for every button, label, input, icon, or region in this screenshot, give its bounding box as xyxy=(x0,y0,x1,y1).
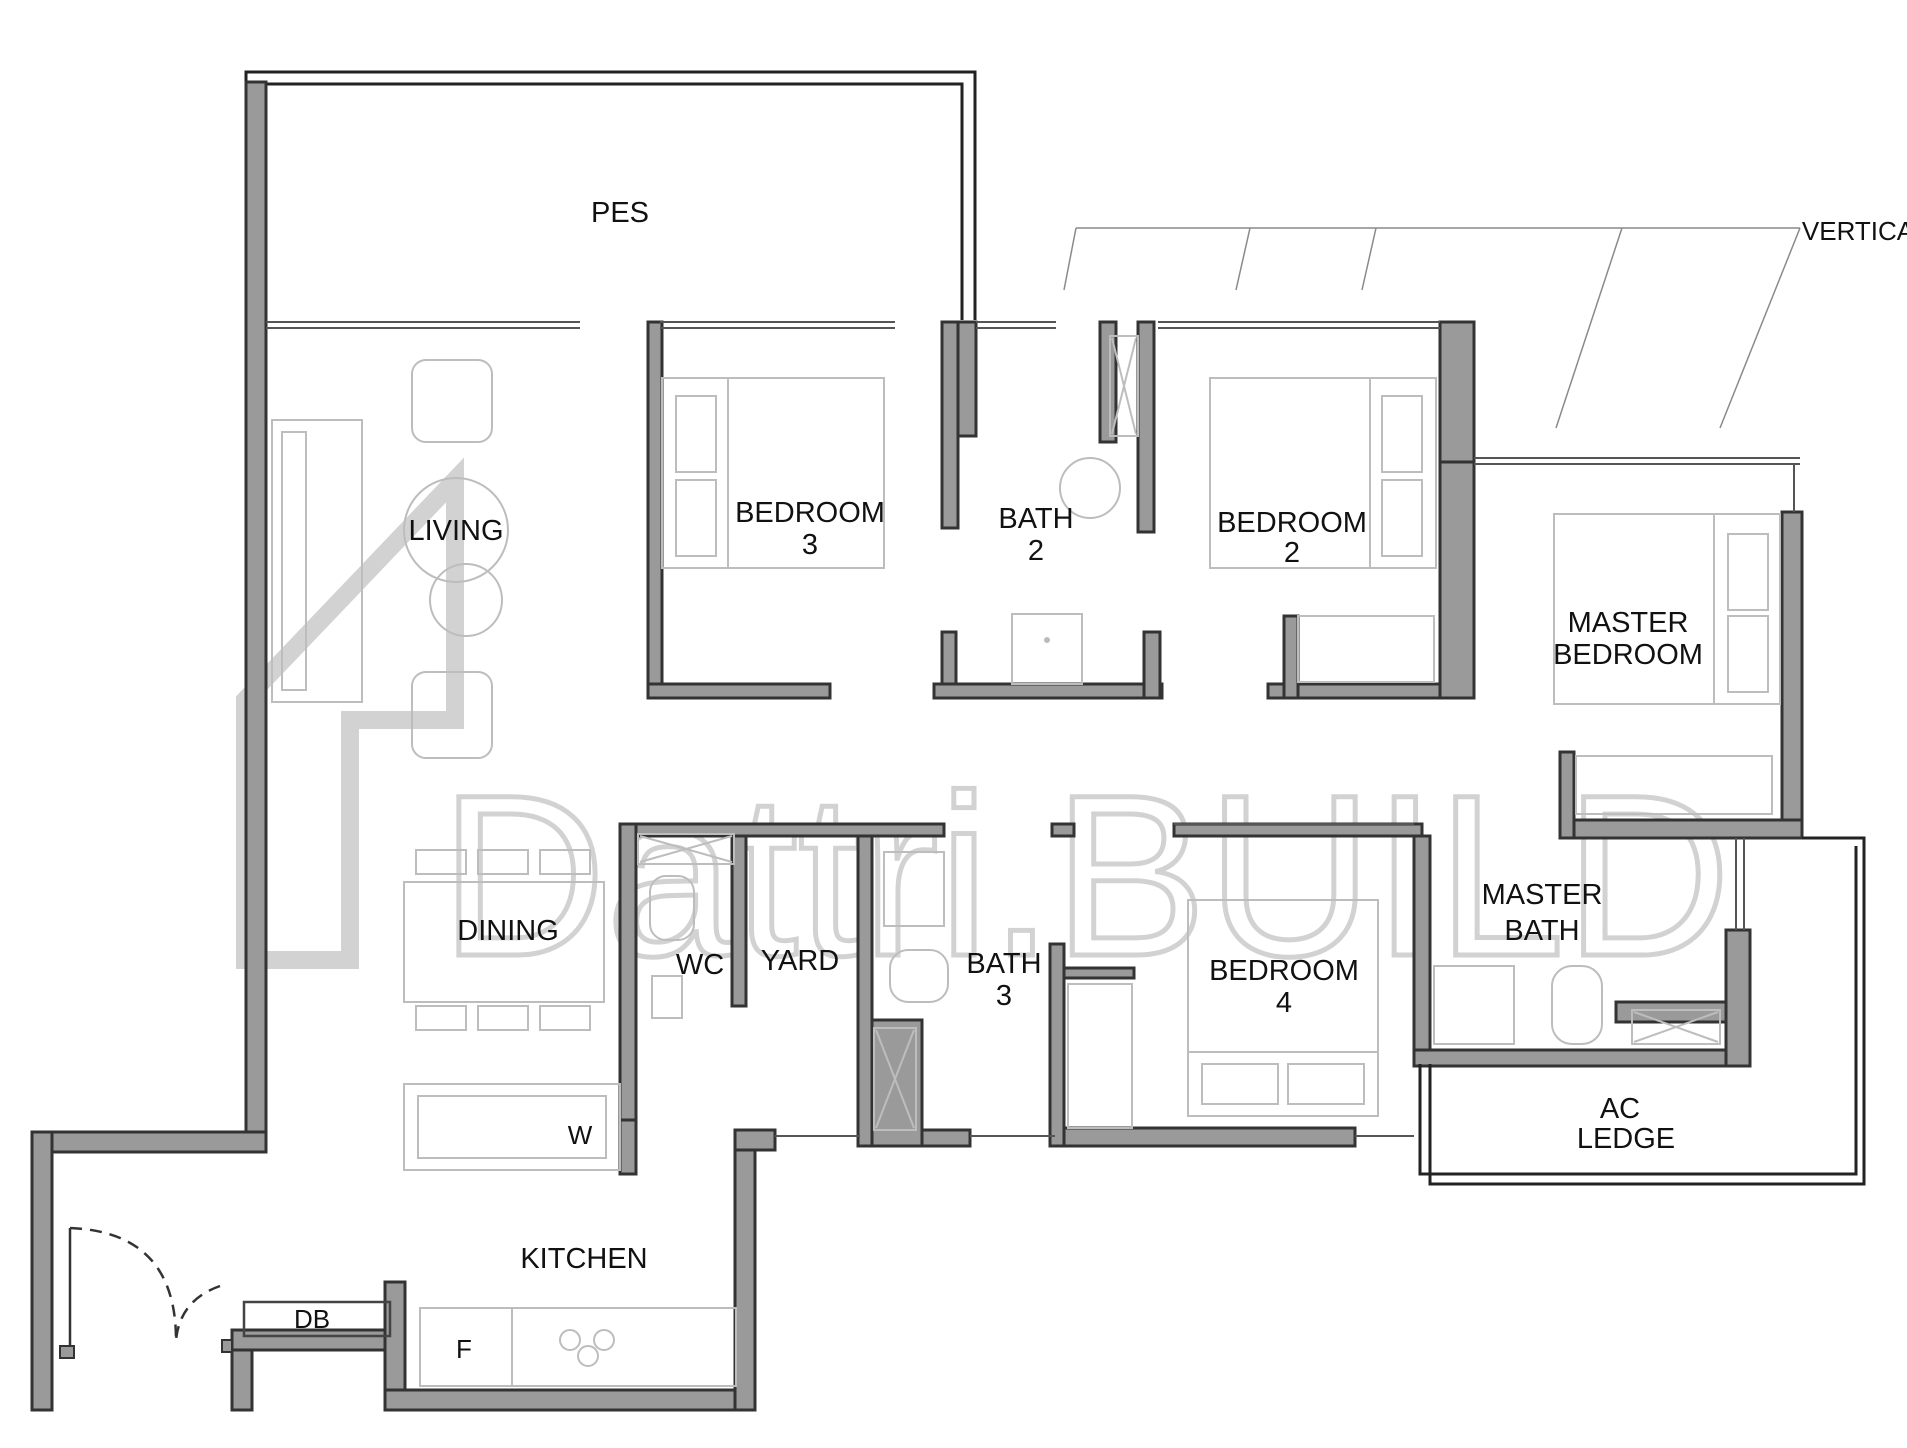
room-label-ac-ledge-line1: AC xyxy=(1600,1093,1640,1125)
room-label-bath3-line1: BATH xyxy=(966,948,1041,980)
ac-ledge-frame xyxy=(1418,836,1866,1186)
room-label-wc: WC xyxy=(676,949,724,981)
room-label-master-bath-line1: MASTER xyxy=(1482,879,1603,911)
room-label-bedroom4-line1: BEDROOM xyxy=(1209,955,1359,987)
room-label-pes: PES xyxy=(591,197,649,229)
room-labels: PES LIVING DINING KITCHEN WC YARD BATH 3… xyxy=(408,197,1702,1275)
room-label-master-bedroom-line2: BEDROOM xyxy=(1553,639,1703,671)
vertical-leader-label: VERTICA xyxy=(1802,216,1907,246)
room-label-bedroom4-line2: 4 xyxy=(1276,987,1292,1019)
vertical-leaders: VERTICA xyxy=(1063,216,1907,429)
fixture-label-washer: W xyxy=(568,1120,593,1150)
room-label-bath2-line2: 2 xyxy=(1028,535,1044,567)
room-label-bath3-line2: 3 xyxy=(996,980,1012,1012)
watermark-text: Dattri.BUILD xyxy=(440,747,1731,1004)
room-label-ac-ledge-line2: LEDGE xyxy=(1577,1123,1675,1155)
fixture-label-db: DB xyxy=(294,1304,330,1334)
room-label-bedroom2-line2: 2 xyxy=(1284,537,1300,569)
furniture xyxy=(59,335,1781,1387)
watermark: Dattri.BUILD xyxy=(236,457,1733,1007)
pes-enclosure xyxy=(244,70,977,320)
outer-walls xyxy=(30,80,1804,1412)
room-label-bedroom3-line1: BEDROOM xyxy=(735,497,885,529)
room-label-bath2-line1: BATH xyxy=(998,503,1073,535)
room-label-master-bath-line2: BATH xyxy=(1504,915,1579,947)
room-label-master-bedroom-line1: MASTER xyxy=(1568,607,1689,639)
fixture-label-fridge: F xyxy=(456,1334,472,1364)
glazing xyxy=(266,321,1800,1137)
room-label-bedroom2-line1: BEDROOM xyxy=(1217,507,1367,539)
room-label-kitchen: KITCHEN xyxy=(520,1243,647,1275)
room-label-living: LIVING xyxy=(408,515,503,547)
room-label-dining: DINING xyxy=(457,915,559,947)
room-label-bedroom3-line2: 3 xyxy=(802,529,818,561)
room-label-yard: YARD xyxy=(761,945,839,977)
fixture-labels: DB F W xyxy=(294,1120,593,1364)
